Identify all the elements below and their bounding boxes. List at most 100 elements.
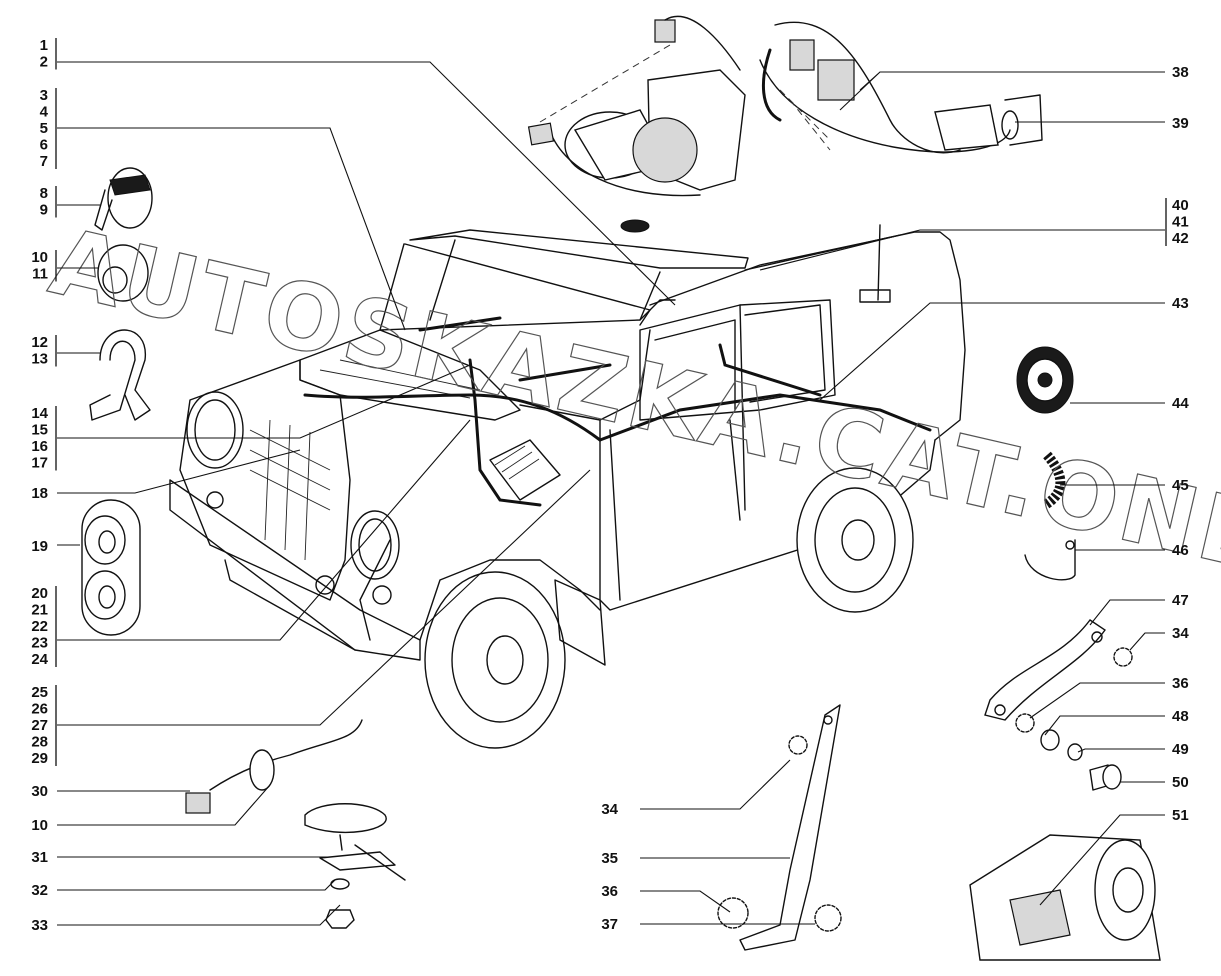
double-grommet-illustration [81, 499, 141, 636]
callout-number: 5 [40, 120, 48, 137]
wiper-motor-illustration [527, 15, 746, 197]
right-callout: 43 [819, 295, 1189, 401]
left-callout: 18 [31, 449, 301, 502]
callout-number: 17 [31, 455, 48, 472]
callout-number: 39 [1172, 115, 1189, 132]
callout-number: 35 [601, 850, 618, 867]
right-callout: 44 [1070, 395, 1189, 412]
right-callout: 46 [1075, 542, 1189, 559]
callout-number: 23 [31, 635, 48, 652]
left-callout: 33 [31, 904, 341, 934]
vehicle-body [169, 219, 966, 749]
callout-number: 18 [31, 485, 48, 502]
callout-number: 50 [1172, 774, 1189, 791]
callout-number: 8 [40, 185, 48, 202]
wire-holder-illustration [89, 329, 151, 421]
callout-number: 26 [31, 701, 48, 718]
leader-line [1089, 599, 1165, 626]
callout-number: 42 [1172, 230, 1189, 247]
bolt-illustration [1089, 764, 1122, 791]
left-callout: 89 [40, 185, 100, 219]
leader-line [640, 759, 791, 810]
left-callout: 32 [31, 879, 336, 899]
callout-number: 30 [31, 783, 48, 800]
left-callout: 31 [31, 849, 330, 866]
callout-number: 21 [31, 602, 48, 619]
cable-clamp-illustration [94, 167, 153, 231]
ground-terminal-illustration [304, 803, 406, 929]
watermark: AUTOSKAZKA.CAT.ONLINE [41, 207, 1221, 633]
leader-line [1077, 748, 1165, 753]
grommet-illustration [97, 244, 149, 302]
callout-number: 20 [31, 585, 48, 602]
sensor-lead-illustration [185, 719, 363, 814]
large-grommet-illustration [1016, 346, 1074, 414]
right-callout: 36 [1029, 675, 1189, 719]
callout-number: 34 [601, 801, 618, 818]
right-callout: 39 [1015, 115, 1189, 132]
callout-number: 40 [1172, 197, 1189, 214]
callout-number: 45 [1172, 477, 1189, 494]
leader-line [819, 302, 1165, 401]
callout-number: 51 [1172, 807, 1189, 824]
leader-line [57, 904, 341, 926]
right-callout: 51 [1039, 807, 1189, 906]
callout-number: 7 [40, 153, 48, 170]
long-ground-strap-illustration [717, 704, 842, 951]
callout-number: 3 [40, 87, 48, 104]
starter-illustration [969, 834, 1161, 961]
callout-number: 49 [1172, 741, 1189, 758]
callout-number: 27 [31, 717, 48, 734]
callout-number: 22 [31, 618, 48, 635]
leader-line [1044, 715, 1165, 736]
left-callout: 30 [31, 783, 190, 800]
callout-number: 12 [31, 334, 48, 351]
leader-line [1039, 814, 1165, 906]
leader-line [57, 784, 271, 826]
callout-number: 1 [40, 37, 48, 54]
leader-line [57, 127, 406, 331]
callout-number: 16 [31, 438, 48, 455]
callout-layer: 1234567891011121314151617181920212223242… [31, 37, 1189, 934]
callout-number: 36 [1172, 675, 1189, 692]
right-callout: 50 [1120, 774, 1189, 791]
callout-number: 4 [40, 104, 49, 121]
leader-line [57, 419, 471, 641]
leader-line [1129, 632, 1165, 651]
callout-number: 19 [31, 538, 48, 555]
center-callout: 34 [601, 759, 791, 818]
callout-number: 33 [31, 917, 48, 934]
callout-number: 29 [31, 750, 48, 767]
callout-number: 28 [31, 734, 48, 751]
svg-text:AUTOSKAZKA.CAT.ONLINE: AUTOSKAZKA.CAT.ONLINE [41, 208, 1221, 633]
left-callout: 10 [31, 784, 271, 834]
callout-number: 25 [31, 684, 48, 701]
leader-line [57, 879, 336, 891]
right-callout: 49 [1077, 741, 1189, 758]
leader-line [57, 469, 591, 726]
leader-line [57, 364, 471, 439]
center-callout: 36 [601, 883, 731, 913]
callout-number: 24 [31, 651, 48, 668]
right-callout: 48 [1044, 708, 1189, 736]
right-callout: 38 [839, 64, 1189, 111]
right-callout: 34 [1129, 625, 1189, 651]
callout-number: 13 [31, 351, 48, 368]
leader-line [1029, 682, 1165, 719]
center-callout: 35 [601, 850, 790, 867]
ignition-harness-illustration [759, 21, 1043, 154]
leader-line [759, 229, 1165, 271]
left-callout: 19 [31, 538, 80, 555]
callout-number: 46 [1172, 542, 1189, 559]
hook-illustration [1024, 539, 1076, 581]
callout-number: 31 [31, 849, 48, 866]
callout-number: 11 [32, 266, 48, 283]
